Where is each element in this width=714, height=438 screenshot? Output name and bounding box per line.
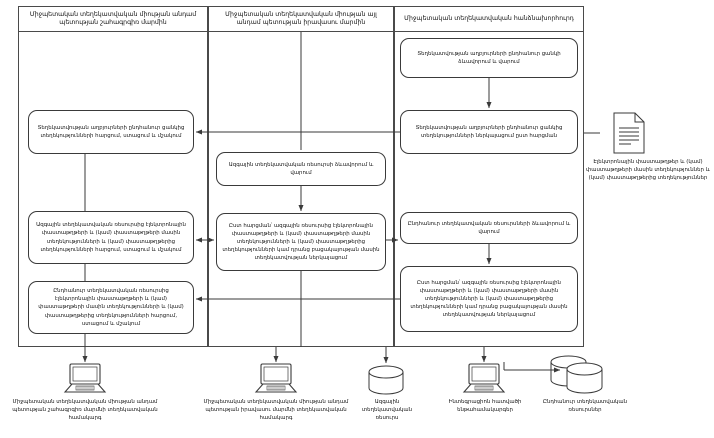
computer-icon-competent-body: [254, 363, 298, 395]
computer-icon-interested-body: [63, 363, 107, 395]
swimlane-2-header: Միջպետական տեղեկատվական միության այլ անդ…: [208, 6, 394, 32]
process-node-request-common-list[interactable]: Տեղեկատվության աղբյուրների ընդհանուր ցան…: [28, 110, 194, 154]
process-node-form-common-source-list[interactable]: Տեղեկատվության աղբյուրների ընդհանուր ցան…: [400, 38, 578, 78]
database-icon-national-resource: [366, 365, 406, 395]
swimlane-3-header: Միջպետական տեղեկատվական հանձնախորհուրդ: [394, 6, 584, 32]
process-node-provide-from-common-source-list[interactable]: Տեղեկատվության աղբյուրների ընդհանուր ցան…: [400, 110, 578, 154]
process-node-request-common-resource[interactable]: Ընդհանուր տեղեկատվական ռեսուրսից էլեկտրո…: [28, 281, 194, 334]
bottom-artifact-label-1: Միջպետական տեղեկատվական միության անդամ պ…: [12, 399, 158, 422]
document-icon: [612, 112, 646, 154]
swimlane-1-header: Միջպետական տեղեկատվական միության անդամ պ…: [18, 6, 208, 32]
document-artifact-label: Էլեկտրոնային փաստաթղթեր և (կամ) փաստաթղթ…: [585, 159, 711, 182]
bottom-artifact-label-2: Միջպետական տեղեկատվական միության անդամ պ…: [203, 399, 349, 422]
process-node-form-common-resources[interactable]: Ընդհանուր տեղեկատվական ռեսուրսների ձևավո…: [400, 212, 578, 244]
process-node-request-national-resource[interactable]: Ազգային տեղեկատվական ռեսուրսից էլեկտրոնա…: [28, 211, 194, 264]
database-stack-icon-common-resources: [549, 355, 611, 397]
bottom-artifact-label-3: Ազգային տեղեկատվական ռեսուրս: [361, 399, 413, 422]
bottom-artifact-label-4: Ինտեգրացիոն հատվածի ենթահամակարգեր: [448, 399, 522, 414]
process-node-provide-from-national-resource[interactable]: Ըստ հարցման՝ ազգային ռեսուրսից էլեկտրոնա…: [216, 213, 386, 271]
process-node-provide-from-common-resources[interactable]: Ըստ հարցման՝ ազգային ռեսուրսից էլեկտրոնա…: [400, 266, 578, 332]
process-node-form-national-resource[interactable]: Ազգային տեղեկատվական ռեսուրսի ձևավորում …: [216, 152, 386, 186]
computer-icon-integration-subsystems: [462, 363, 506, 395]
bottom-artifact-label-5: Ընդհանուր տեղեկատվական ռեսուրսներ: [542, 399, 628, 414]
